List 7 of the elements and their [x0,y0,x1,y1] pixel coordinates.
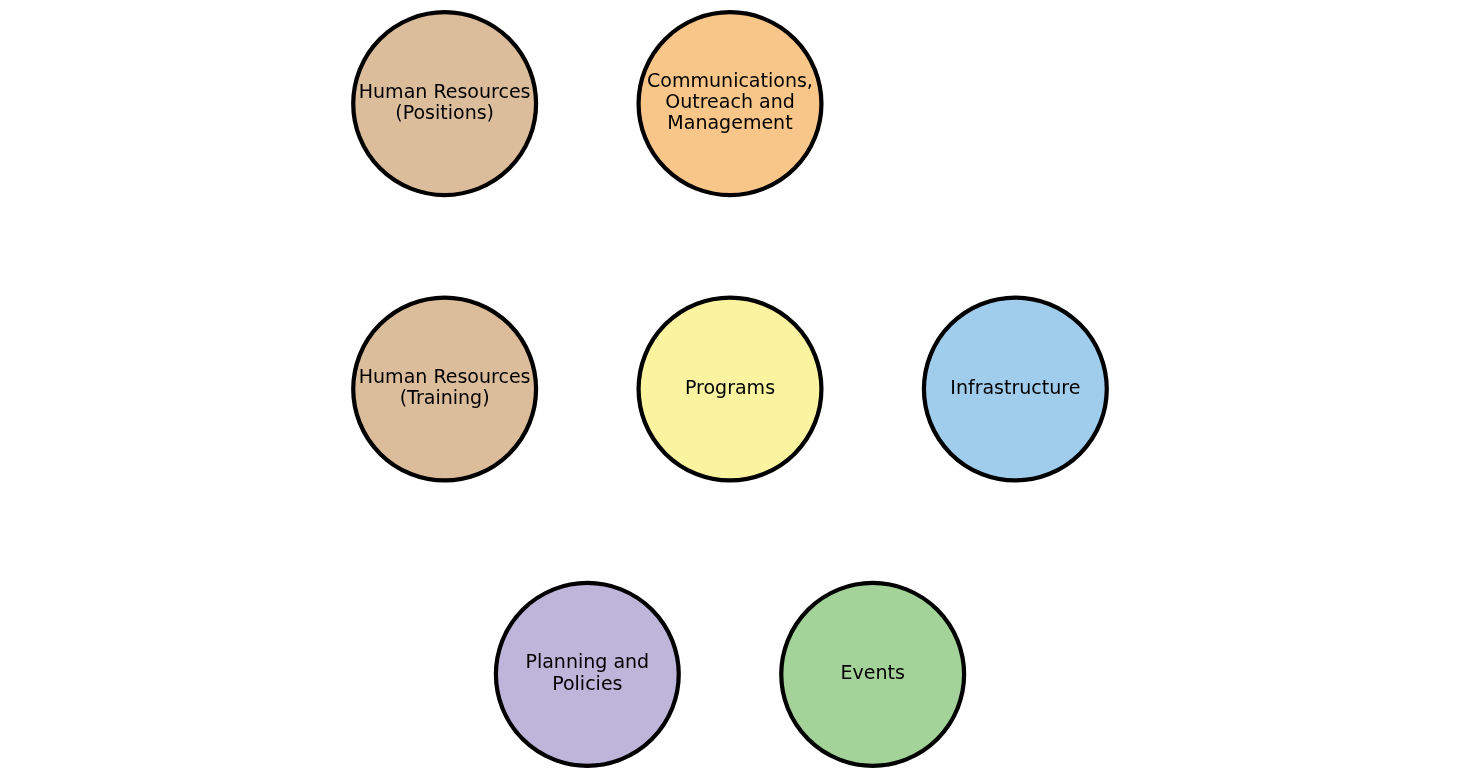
node-circle: Human Resources (Training) [351,295,539,483]
node-circle: Communications, Outreach and Management [636,10,824,198]
node-circle: Human Resources (Positions) [351,10,539,198]
node-circle: Events [779,580,967,768]
node-circle: Programs [636,295,824,483]
node-circle: Infrastructure [921,295,1109,483]
node-circle: Planning and Policies [493,580,681,768]
